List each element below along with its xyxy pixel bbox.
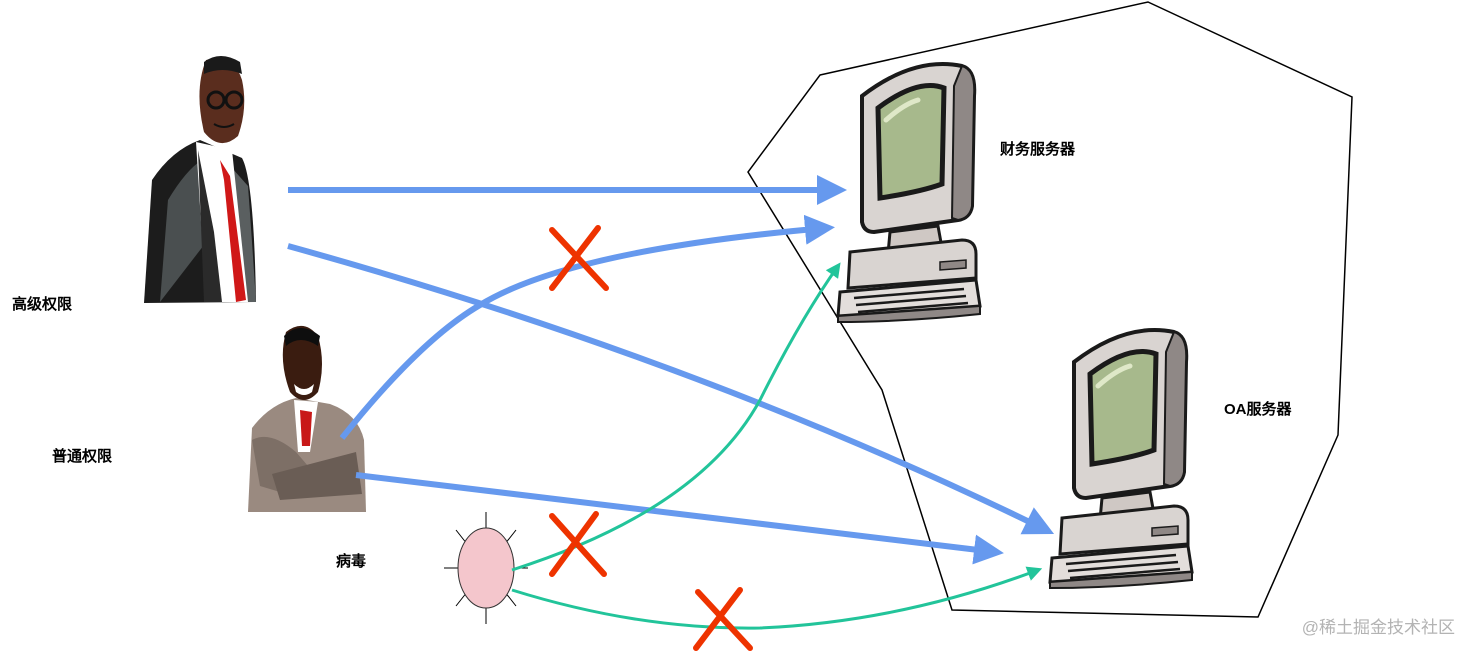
oa-server-icon [1050,330,1192,588]
finance-server-icon [838,64,980,322]
normal-privilege-label: 普通权限 [52,448,113,465]
virus-label: 病毒 [336,553,367,570]
arrow-normal-to-finance [339,214,835,440]
arrow-virus-to-oa [511,566,1043,630]
blocked-cross-icon [549,225,609,291]
finance-server-label: 财务服务器 [1000,141,1076,158]
businessman-normal-privilege-icon [248,325,366,512]
blocked-cross-icon [549,511,607,577]
arrow-high-to-oa [287,243,1055,535]
blocked-cross-icon [693,587,753,651]
arrow-normal-to-oa [355,472,1004,565]
oa-server-label: OA服务器 [1224,401,1292,418]
watermark: @稀土掘金技术社区 [1301,618,1455,637]
network-boundary [747,1,1353,618]
arrow-virus-to-finance [511,262,841,572]
high-privilege-label: 高级权限 [12,296,73,313]
businessman-high-privilege-icon [144,56,256,303]
